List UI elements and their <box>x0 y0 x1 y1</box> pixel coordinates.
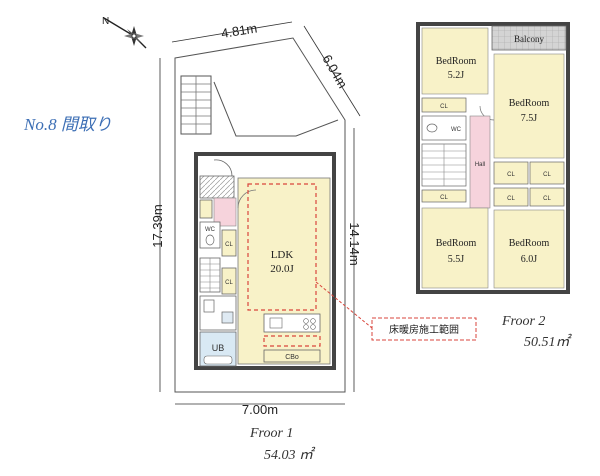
floor1-ldk-name: LDK <box>271 249 294 261</box>
floor1-dim-left: 17.39m <box>150 204 165 247</box>
floor2-toilet-icon <box>426 123 438 133</box>
floor2-closet-e <box>493 187 529 207</box>
floor2-closet-b <box>421 189 467 203</box>
floor2-bedroom-3-name: BedRoom <box>436 238 477 249</box>
floor2-closet-c <box>493 161 529 185</box>
floor2-bedroom-2-size: 7.5J <box>521 113 538 124</box>
floor1-area: 54.03 ㎡ <box>264 446 316 463</box>
floor2-closet-d-label: CL <box>543 172 551 178</box>
floor1-bathtub-icon <box>203 355 233 365</box>
plan-title: No.8 間取り <box>23 115 112 134</box>
floor1-cupboard-label: CBo <box>285 354 299 361</box>
floor1-closet-2-label: CL <box>225 280 233 286</box>
floor1-interior-stair <box>199 257 221 293</box>
floor1-kitchen-heating-area <box>263 335 321 347</box>
compass-north-label: N <box>102 16 109 27</box>
floor2-bedroom-4-size: 6.0J <box>521 254 538 265</box>
floor1-cupboard <box>263 349 321 363</box>
floor1-shoe-box <box>199 199 213 219</box>
floor2-balcony <box>491 25 567 51</box>
floor1-ldk-door-swing <box>237 189 257 209</box>
floor1-garden-outline <box>213 81 339 137</box>
floor1-wc-label: WC <box>205 227 216 233</box>
floor1-entry-door-swing <box>213 159 233 177</box>
floor1-dim-top: 4.81m <box>220 20 258 40</box>
floor1-entrance-porch <box>199 175 235 199</box>
floor1-ldk-size: 20.0J <box>270 263 294 275</box>
floor1-closet-1 <box>221 229 237 257</box>
floor2-closet-f <box>529 187 565 207</box>
floor2-bedroom-3 <box>421 207 489 289</box>
floor2-balcony-label: Balcony <box>514 34 544 44</box>
floor1-stove-icon <box>303 318 309 324</box>
floor1-dim-right: 14.14m <box>347 222 362 265</box>
floor1-unit-bath-label: UB <box>212 343 225 353</box>
floor2-closet-d <box>529 161 565 185</box>
floor2-closet-c-label: CL <box>507 172 515 178</box>
floor2-bedroom-1 <box>421 27 489 95</box>
floor2-closet-a <box>421 97 467 113</box>
floor2-wc-label: WC <box>451 127 462 133</box>
floor2-bedroom-2-name: BedRoom <box>509 98 550 109</box>
floor2-area: 50.51㎡ <box>524 333 573 350</box>
compass-rose-icon <box>103 17 147 49</box>
floor2-hall-label: Hall <box>475 162 485 168</box>
floor2-stair <box>421 143 467 187</box>
floor1-exterior-stair <box>180 75 212 135</box>
floor2-bedroom-3-size: 5.5J <box>448 254 465 265</box>
floor1-dimension-lines <box>159 21 361 405</box>
floor2-closet-b-label: CL <box>440 195 448 201</box>
floor2-bedroom-4 <box>493 209 565 289</box>
floor1-caption: Froor 1 <box>249 426 293 441</box>
floor2-closet-a-label: CL <box>440 104 448 110</box>
floor1-dim-diagonal: 6.04m <box>319 52 350 91</box>
floor1-heating-callout-box <box>371 317 477 341</box>
floor1-heating-callout-text: 床暖房施工範囲 <box>389 323 459 336</box>
floor2-plan: Balcony BedRoom 5.2J BedRoom 7.5J CL WC … <box>416 22 573 350</box>
floor2-bedroom-1-name: BedRoom <box>436 56 477 67</box>
floor1-sink-icon <box>269 317 283 329</box>
floor2-bedroom-4-name: BedRoom <box>509 238 550 249</box>
floor2-caption: Froor 2 <box>501 314 545 329</box>
floor2-closet-f-label: CL <box>543 196 551 202</box>
floor1-plan: LDK 20.0J WC CL CL UB <box>150 20 477 463</box>
floor1-toilet-icon <box>205 234 215 246</box>
floor1-washbasin-icon <box>203 299 215 313</box>
floor2-closet-e-label: CL <box>507 196 515 202</box>
floor1-ldk <box>237 177 331 365</box>
floor1-closet-2 <box>221 267 237 295</box>
floor1-callout-leader <box>315 281 373 329</box>
floor1-closet-1-label: CL <box>225 242 233 248</box>
floor1-dim-bottom: 7.00m <box>242 402 278 417</box>
floor2-bedroom-2 <box>493 53 565 159</box>
floor2-bedroom-1-size: 5.2J <box>448 70 465 81</box>
floor1-washing-machine-icon <box>221 311 234 324</box>
floor1-hall <box>213 197 237 227</box>
floor1-floor-heating-area <box>247 183 317 311</box>
